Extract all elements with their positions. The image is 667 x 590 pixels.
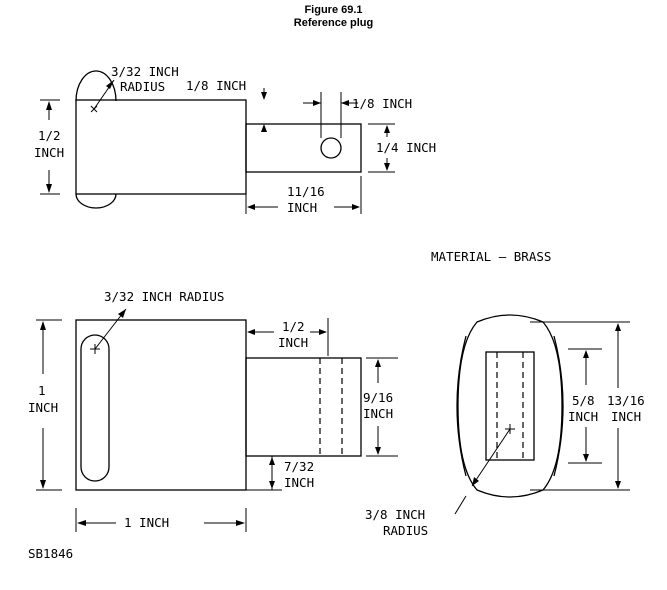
top-view-body <box>75 99 247 195</box>
label-top-eleven-2: INCH <box>287 200 317 215</box>
label-side-radius: 3/32 INCH RADIUS <box>104 289 224 304</box>
label-end-radius-2: RADIUS <box>383 523 428 538</box>
drawing-id: SB1846 <box>28 546 73 561</box>
label-top-eleven-1: 11/16 <box>287 184 325 199</box>
label-top-eighth-b: 1/8 INCH <box>352 96 412 111</box>
label-end-five-2: INCH <box>568 409 598 424</box>
side-view-body <box>75 319 247 491</box>
label-end-radius-1: 3/8 INCH <box>365 507 425 522</box>
label-end-thirteen-1: 13/16 <box>607 393 645 408</box>
end-radius-leader <box>471 428 511 487</box>
label-side-half-1: 1/2 <box>282 319 305 334</box>
top-view-lower-lobe <box>75 193 117 209</box>
label-side-seven-1: 7/32 <box>284 459 314 474</box>
top-view-upper-lobe <box>75 70 117 102</box>
side-view-tang <box>245 357 362 457</box>
top-view-tang <box>245 123 362 173</box>
label-top-eighth-a: 1/8 INCH <box>186 78 246 93</box>
label-end-five-1: 5/8 <box>572 393 595 408</box>
label-side-one-1: 1 <box>38 383 46 398</box>
label-side-one-2: INCH <box>28 400 58 415</box>
label-side-half-2: INCH <box>278 335 308 350</box>
figure-title: Figure 69.1 Reference plug <box>0 4 667 30</box>
end-view-outline <box>457 314 563 498</box>
label-material: MATERIAL – BRASS <box>431 249 551 264</box>
label-side-bottom-one: 1 INCH <box>124 515 169 530</box>
label-end-thirteen-2: INCH <box>611 409 641 424</box>
dimension-labels: 3/32 INCH RADIUS 1/8 INCH 1/8 INCH 1/2 I… <box>28 64 645 561</box>
end-view <box>454 314 630 515</box>
end-view-tang <box>485 351 535 461</box>
label-top-radius-1: 3/32 INCH <box>111 64 179 79</box>
side-view <box>36 308 398 532</box>
label-side-seven-2: INCH <box>284 475 314 490</box>
label-top-half-2: INCH <box>34 145 64 160</box>
side-view-slot <box>80 334 110 482</box>
top-view-hole <box>320 137 342 159</box>
top-view <box>40 70 395 214</box>
label-top-radius-2: RADIUS <box>120 79 165 94</box>
label-top-half-1: 1/2 <box>38 128 61 143</box>
label-side-nine-1: 9/16 <box>363 390 393 405</box>
figure-caption: Reference plug <box>293 17 374 29</box>
figure-number: Figure 69.1 <box>304 4 363 16</box>
label-top-quarter: 1/4 INCH <box>376 140 436 155</box>
label-side-nine-2: INCH <box>363 406 393 421</box>
